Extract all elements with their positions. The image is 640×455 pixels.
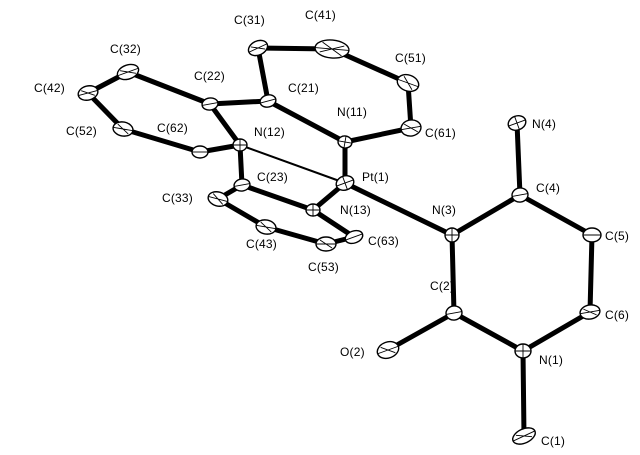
atom-c6 [579,304,601,320]
label-c31: C(31) [234,13,265,27]
label-c32: C(32) [110,42,141,56]
bond-c22-c32 [125,69,213,107]
bond-n1-c2 [451,310,526,354]
bond-n12-c22 [207,101,243,148]
atom-pt1 [335,175,355,191]
atom-c61 [400,119,422,137]
label-c6: C(6) [605,308,629,322]
bond-c63-n13 [310,207,357,240]
label-pt1: Pt(1) [362,170,389,184]
label-n11: N(11) [337,105,367,119]
bond-n3-c4 [449,192,523,238]
bond-c5-c6 [587,232,595,315]
label-c21: C(21) [288,81,319,95]
atom-labels: C(31) C(41) C(32) C(22) C(21) C(51) C(42… [34,8,629,448]
label-c5: C(5) [605,229,629,243]
label-c52: C(52) [66,124,97,138]
label-c61: C(61) [425,126,456,140]
atom-n11 [337,135,353,149]
bond-c21-c22 [207,98,271,107]
atom-c2 [445,305,463,321]
atom-c32 [116,63,140,81]
label-c43: C(43) [246,237,277,251]
bond-n13-c23 [239,182,316,213]
atom-c33 [207,191,229,207]
label-c33: C(33) [162,191,193,205]
label-n13: N(13) [340,203,371,217]
label-n12: N(12) [254,125,285,139]
label-c51: C(51) [395,51,426,65]
label-n1: N(1) [539,353,563,367]
bond-c6-n1 [520,309,593,354]
bond-c2-n3 [449,232,457,316]
label-c22: C(22) [194,69,225,83]
atom-o2 [376,340,400,360]
label-c42: C(42) [34,81,65,95]
label-c23: C(23) [257,170,288,184]
atom-c53 [315,236,337,252]
bond-c2-o2 [385,310,457,353]
atom-c43 [255,219,277,235]
atom-c5 [582,227,602,243]
label-c2: C(2) [430,279,454,293]
label-c41: C(41) [305,8,336,22]
atom-n4 [507,115,527,131]
bond-c61-n11 [342,125,414,145]
label-o2: O(2) [340,345,365,359]
atom-c23 [233,178,251,192]
bond-pt1-n3 [342,180,455,238]
label-c53: C(53) [308,260,339,274]
label-c63: C(63) [368,234,399,248]
label-n4: N(4) [532,117,556,131]
atom-n12 [232,138,248,152]
atoms [77,39,602,445]
bond-n11-c21 [265,98,348,145]
atom-c51 [396,73,420,93]
atom-c21 [259,94,277,108]
atom-c41 [314,39,350,59]
label-n3: N(3) [432,203,456,217]
bond-c4-c5 [517,192,595,238]
atom-c22 [201,97,219,111]
label-c1: C(1) [541,434,565,448]
atom-n1 [514,343,532,359]
atom-c52 [112,121,134,137]
atom-c1 [512,427,536,445]
bond-c21-c31 [255,45,271,104]
atom-c63 [344,229,364,245]
label-c62: C(62) [157,121,188,135]
atom-c62 [191,145,209,159]
atom-c4 [511,187,529,203]
label-c4: C(4) [536,181,560,195]
bond-pt1-n12 [239,144,346,184]
atom-c31 [247,39,269,57]
bond-n1-c1 [520,348,527,439]
atom-n13 [305,203,321,217]
bond-c4-n4 [514,120,523,198]
atom-c42 [77,85,99,101]
atom-n3 [444,227,460,243]
bond-c52-c62 [120,126,203,155]
